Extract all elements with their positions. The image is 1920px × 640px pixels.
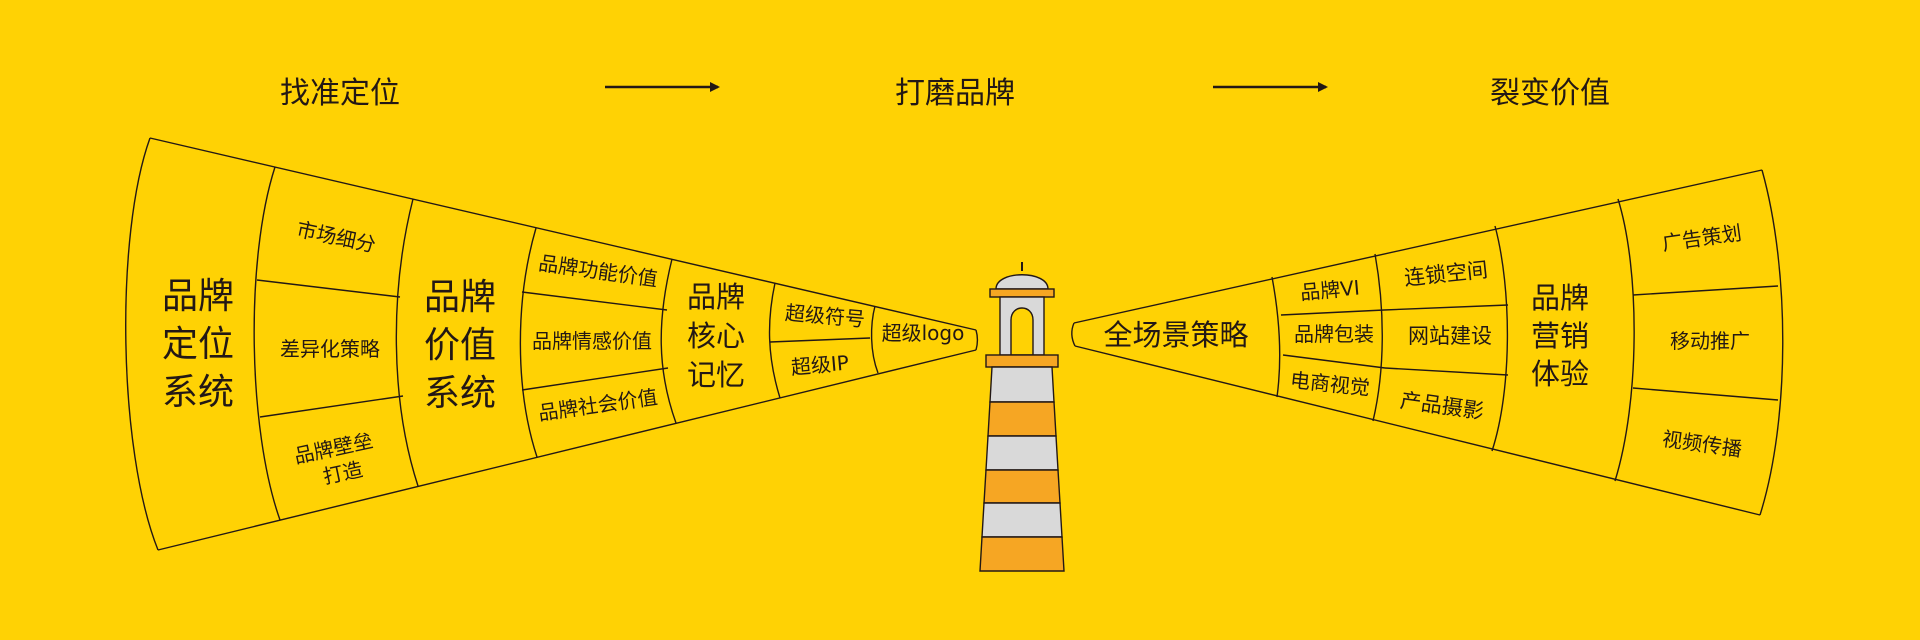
left-fan-divider (521, 367, 669, 391)
left-sec2-title-line: 品牌 (424, 277, 496, 318)
right-sec-item: 视频传播 (1661, 427, 1744, 462)
right-fan-divider (1632, 285, 1779, 296)
right-fan-divider (1282, 354, 1386, 369)
left-sec3-title-line: 品牌 (687, 280, 745, 314)
right-fan-arc (1614, 198, 1635, 482)
left-fan-outer-arc (125, 137, 159, 551)
right-fan-divider (1384, 367, 1509, 376)
left-sec1-title-line: 品牌 (162, 276, 234, 317)
left-sec2-item: 品牌功能价值 (537, 251, 659, 291)
lighthouse-stripe (989, 366, 1055, 403)
lighthouse-stripe (979, 536, 1065, 572)
right-col1-item: 品牌包装 (1294, 322, 1374, 346)
left-tip-label: 超级logo (882, 321, 965, 345)
right-sec-title-line: 营销 (1531, 319, 1589, 353)
right-fan-tip-arc (1071, 322, 1076, 347)
left-fan-divider (769, 337, 871, 343)
right-fan: 全场景策略 品牌VI 品牌包装 电商视觉 连锁空间 网站建设 产品摄影 品牌 营… (1071, 169, 1784, 516)
lighthouse-roof-band (989, 288, 1055, 298)
left-fan-tip-arc (975, 329, 979, 351)
left-sec1-title-line: 定位 (162, 324, 234, 365)
step-2-label: 打磨品牌 (895, 76, 1015, 111)
left-fan-divider (521, 291, 668, 311)
left-fan-arc (660, 258, 677, 424)
right-sec-item: 移动推广 (1670, 329, 1750, 353)
right-col1-item: 品牌VI (1299, 275, 1360, 304)
left-fan-top-edge (149, 137, 977, 331)
right-col2-item: 网站建设 (1408, 324, 1492, 348)
lighthouse-stripe (981, 502, 1063, 538)
left-sec2-item: 品牌社会价值 (537, 385, 659, 425)
right-fan-divider (1632, 387, 1779, 401)
lighthouse-window (1010, 307, 1034, 356)
right-sec-item: 广告策划 (1661, 221, 1744, 256)
left-fan-arc (395, 198, 419, 487)
left-fan-divider (259, 395, 404, 418)
right-fan-outer-arc (1759, 169, 1784, 516)
right-fan-top-edge (1073, 169, 1763, 324)
left-sec3-title-line: 记忆 (687, 358, 745, 392)
left-fan-arc (519, 227, 538, 458)
left-sec2-title-line: 价值 (424, 325, 496, 366)
right-fan-arc (1271, 276, 1281, 398)
right-col2-item: 产品摄影 (1399, 388, 1486, 423)
lighthouse-gallery (985, 354, 1059, 368)
right-sec-title-line: 品牌 (1531, 281, 1589, 315)
left-sec1-item: 差异化策略 (280, 337, 380, 361)
right-tip-label: 全场景策略 (1103, 318, 1248, 352)
left-fan-bottom-edge (157, 349, 977, 551)
right-fan-divider (1383, 304, 1509, 311)
left-fan: 品牌 定位 系统 市场细分 差异化策略 品牌壁垒 打造 品牌 价值 系统 品牌功… (125, 137, 979, 551)
left-fan-arc (870, 305, 879, 374)
step-3-label: 裂变价值 (1490, 76, 1610, 111)
left-sec3-item: 超级IP (790, 351, 850, 380)
left-sec2-title-line: 系统 (424, 373, 496, 414)
lighthouse-stripe (987, 401, 1057, 437)
right-sec-title-line: 体验 (1531, 357, 1589, 391)
left-fan-arc (768, 282, 781, 399)
step-1-label: 找准定位 (280, 76, 400, 111)
left-sec2-item: 品牌情感价值 (532, 329, 652, 353)
lighthouse-stripe (985, 435, 1059, 471)
left-fan-arc (253, 166, 281, 521)
right-fan-arc (1491, 225, 1509, 452)
right-fan-arc (1372, 253, 1383, 422)
left-sec1-item: 市场细分 (295, 217, 378, 257)
right-col1-item: 电商视觉 (1289, 368, 1371, 400)
right-fan-bottom-edge (1074, 345, 1761, 516)
lighthouse-icon (979, 262, 1065, 572)
right-fan-divider (1280, 309, 1385, 316)
left-sec3-item: 超级符号 (784, 301, 866, 332)
left-fan-divider (256, 279, 401, 298)
left-sec1-title-line: 系统 (162, 372, 234, 413)
left-sec3-title-line: 核心 (687, 319, 745, 353)
right-col2-item: 连锁空间 (1403, 258, 1489, 291)
lighthouse-dome (995, 274, 1049, 290)
lighthouse-stripe (983, 469, 1061, 504)
